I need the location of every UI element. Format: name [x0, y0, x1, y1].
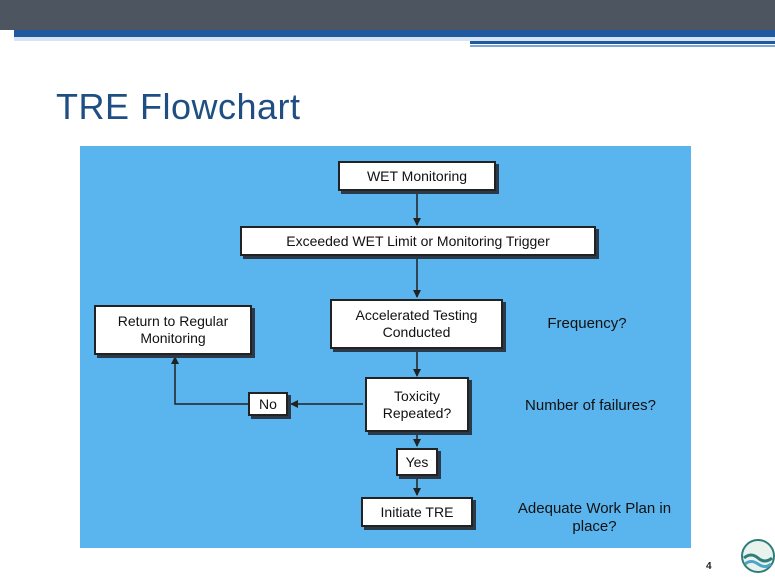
- node-return-to-regular-monitoring: Return to Regular Monitoring: [94, 305, 252, 355]
- note-adequate-work-plan: Adequate Work Plan in place?: [517, 500, 672, 535]
- header-stripe-light: [14, 37, 775, 41]
- slide-title: TRE Flowchart: [56, 86, 301, 127]
- agency-logo-icon: [741, 539, 775, 573]
- node-exceeded-wet-limit: Exceeded WET Limit or Monitoring Trigger: [240, 226, 596, 256]
- flowchart-connectors: [171, 191, 421, 496]
- node-toxicity-repeated: Toxicity Repeated?: [365, 377, 469, 432]
- arrow-no-to-return: [171, 356, 248, 405]
- header-stripe: [14, 30, 775, 37]
- header-accent-line: [470, 41, 775, 44]
- node-no: No: [248, 392, 288, 416]
- node-yes: Yes: [396, 448, 438, 476]
- note-frequency: Frequency?: [547, 315, 627, 332]
- note-number-of-failures: Number of failures?: [525, 397, 656, 414]
- node-initiate-tre: Initiate TRE: [361, 497, 473, 527]
- node-wet-monitoring: WET Monitoring: [338, 161, 496, 191]
- node-accelerated-testing: Accelerated Testing Conducted: [330, 299, 503, 349]
- header-bar: [0, 0, 775, 30]
- header-accent-line-light: [470, 45, 775, 47]
- flowchart: WET Monitoring Exceeded WET Limit or Mon…: [80, 146, 691, 548]
- page-number: 4: [706, 561, 712, 572]
